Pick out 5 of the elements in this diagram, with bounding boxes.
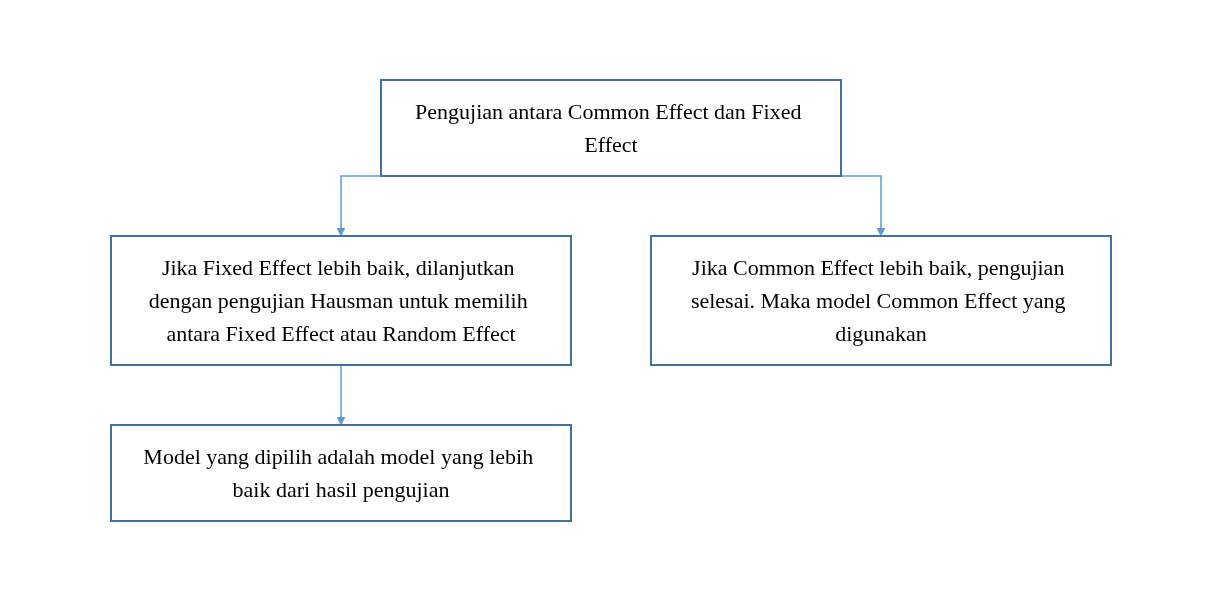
node-box: Jika Common Effect lebih baik, pengujian selesai. Maka model Common Effect yang digunakan <box>650 235 1112 366</box>
node-box: Model yang dipilih adalah model yang lebih baik dari hasil pengujian <box>110 424 572 522</box>
arrow <box>336 364 346 426</box>
node-box: Jika Fixed Effect lebih baik, dilanjutkan dengan pengujian Hausman untuk memilih antara Fixed Effect atau Random Effect <box>110 235 572 366</box>
node-box: Pengujian antara Common Effect dan Fixed Effect <box>380 79 842 177</box>
